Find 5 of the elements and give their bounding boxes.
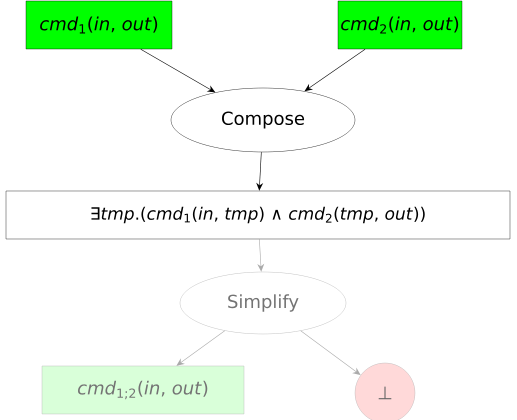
command-box: cmd$_{1}$(in, out) <box>26 0 172 50</box>
formula-box: ∃tmp.(cmd$_{1}$(in, tmp) ∧ cmd$_{2}$(tmp, out)) <box>6 190 510 240</box>
command-box: cmd$_{1;2}$(in, out) <box>42 366 244 414</box>
command-box: cmd$_{2}$(in, out) <box>338 0 462 50</box>
arrow <box>140 48 216 92</box>
